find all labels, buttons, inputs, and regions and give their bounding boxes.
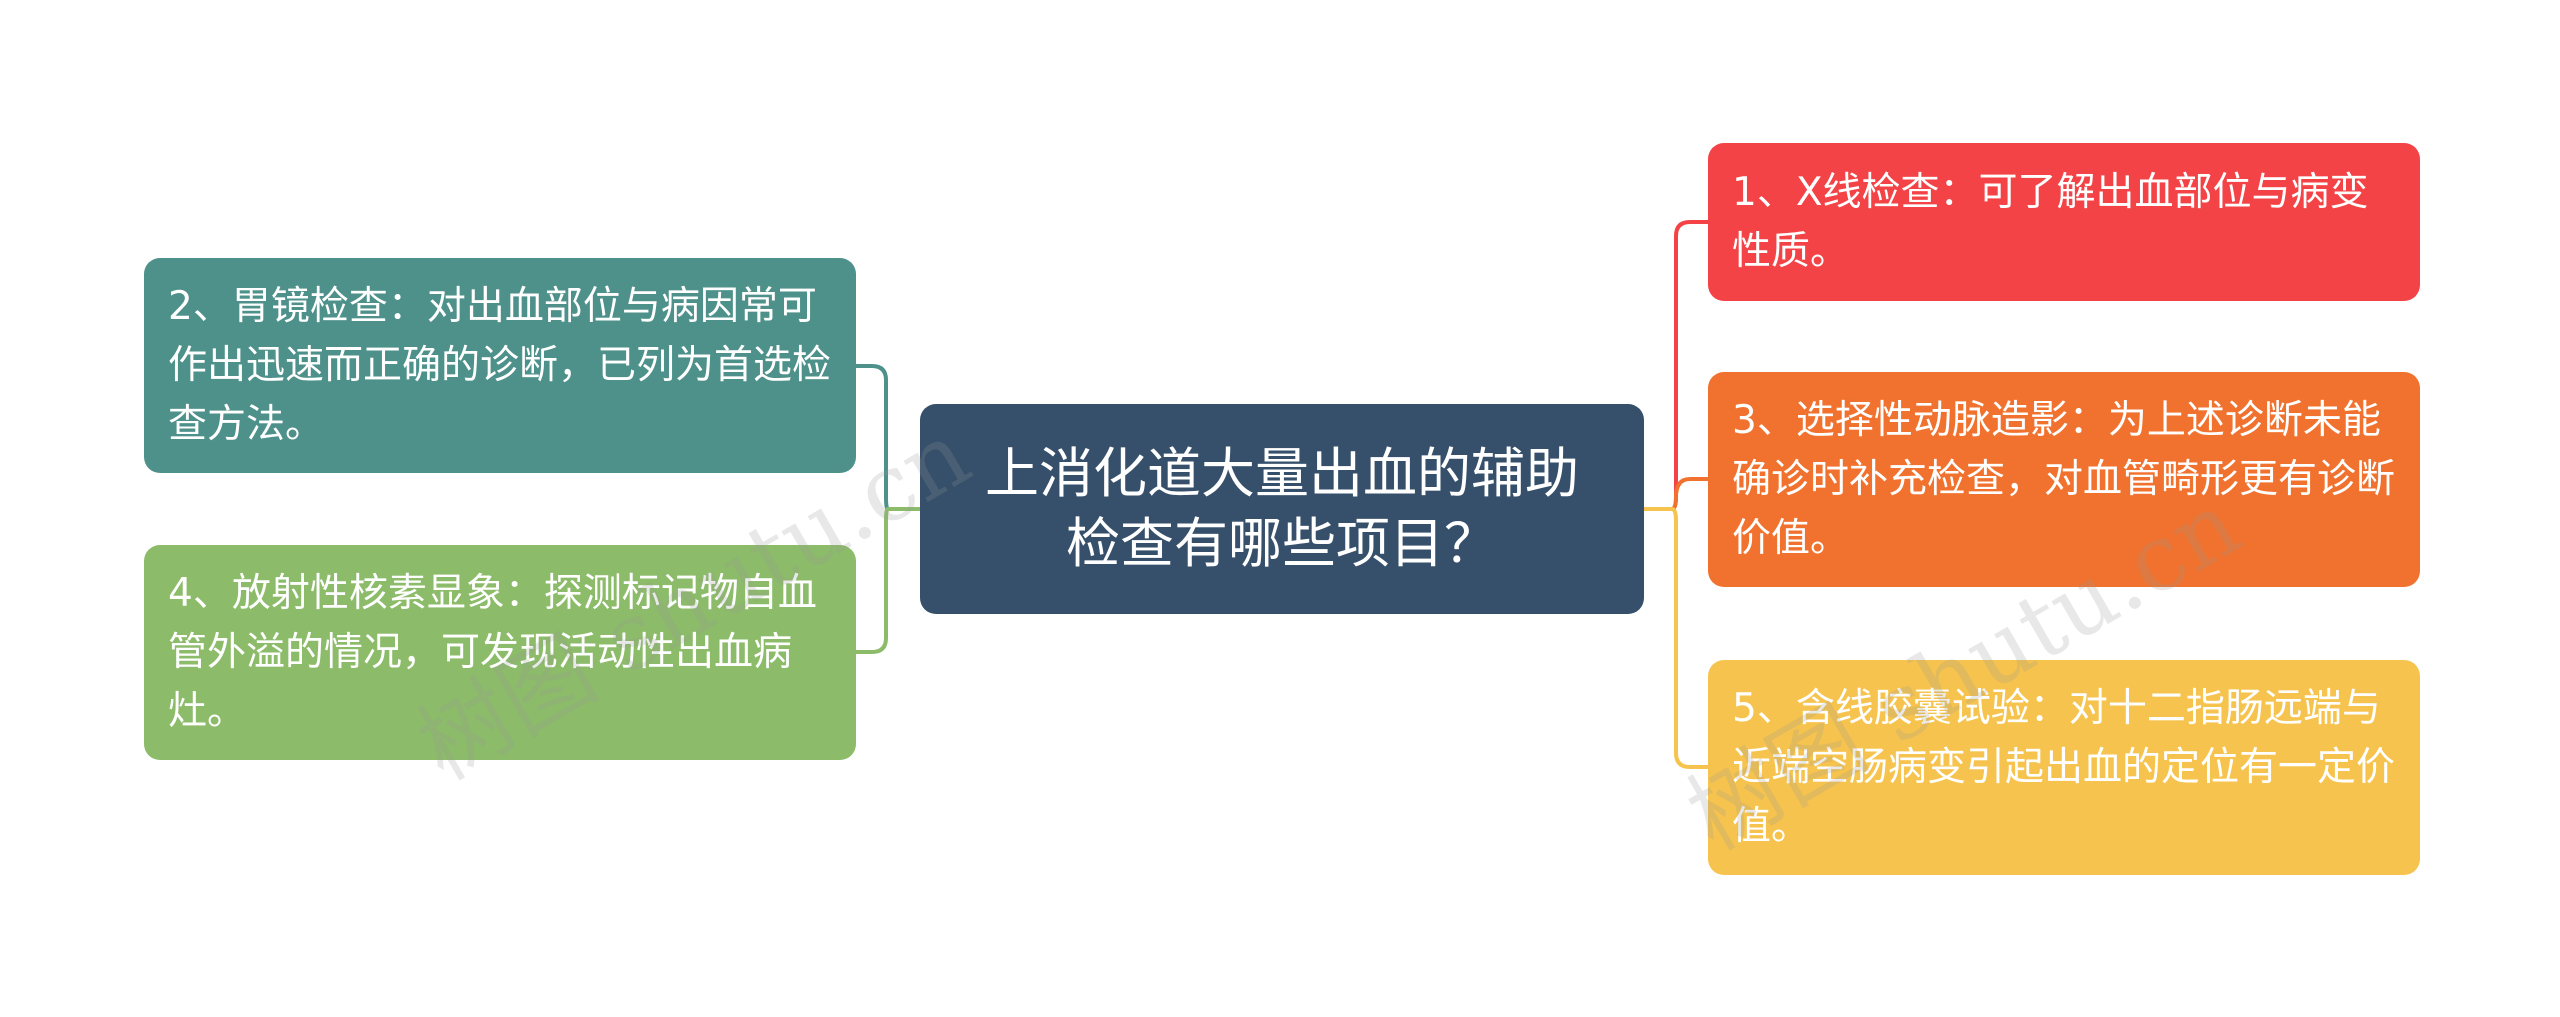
branch-text: 4、放射性核素显象：探测标记物自血管外溢的情况，可发现活动性出血病灶。 <box>168 571 817 734</box>
branch-node-gastroscopy[interactable]: 2、胃镜检查：对出血部位与病因常可作出迅速而正确的诊断，已列为首选检查方法。 <box>144 258 856 473</box>
branch-text: 1、X线检查：可了解出血部位与病变性质。 <box>1732 170 2369 274</box>
center-topic-node[interactable]: 上消化道大量出血的辅助检查有哪些项目？ <box>920 404 1644 614</box>
connector-left-1 <box>856 364 920 511</box>
branch-node-radionuclide[interactable]: 4、放射性核素显象：探测标记物自血管外溢的情况，可发现活动性出血病灶。 <box>144 545 856 760</box>
branch-node-xray[interactable]: 1、X线检查：可了解出血部位与病变性质。 <box>1708 143 2420 301</box>
branch-text: 5、含线胶囊试验：对十二指肠远端与近端空肠病变引起出血的定位有一定价值。 <box>1732 686 2396 849</box>
branch-text: 2、胃镜检查：对出血部位与病因常可作出迅速而正确的诊断，已列为首选检查方法。 <box>168 284 832 447</box>
branch-node-angiography[interactable]: 3、选择性动脉造影：为上述诊断未能确诊时补充检查，对血管畸形更有诊断价值。 <box>1708 372 2420 587</box>
connector-right-3 <box>1644 507 1708 769</box>
connector-right-1 <box>1644 220 1708 511</box>
center-topic-text: 上消化道大量出血的辅助检查有哪些项目？ <box>985 442 1579 575</box>
branch-node-capsule-test[interactable]: 5、含线胶囊试验：对十二指肠远端与近端空肠病变引起出血的定位有一定价值。 <box>1708 660 2420 875</box>
connector-left-2 <box>856 507 920 654</box>
branch-text: 3、选择性动脉造影：为上述诊断未能确诊时补充检查，对血管畸形更有诊断价值。 <box>1732 398 2396 561</box>
